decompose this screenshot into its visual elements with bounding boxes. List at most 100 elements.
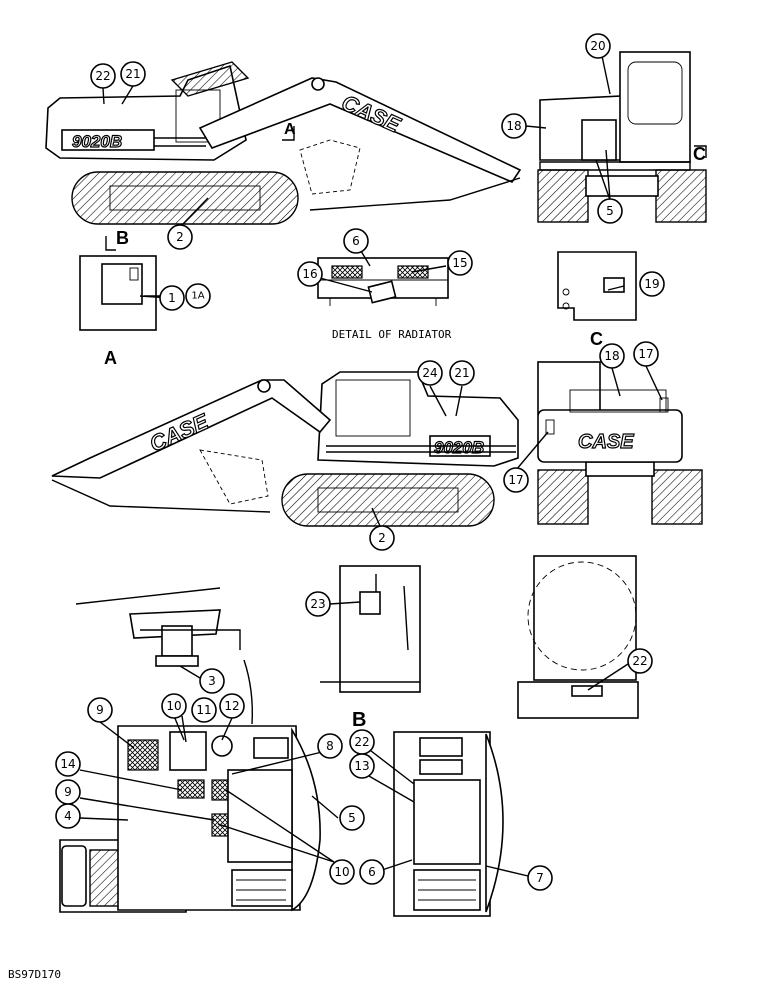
svg-text:20: 20 — [590, 39, 605, 53]
view-c-marker: C — [693, 144, 706, 164]
svg-text:24: 24 — [422, 366, 437, 380]
svg-text:8: 8 — [326, 739, 334, 753]
svg-text:17: 17 — [638, 347, 653, 361]
callout-21-top: 21 — [120, 61, 146, 87]
svg-text:14: 14 — [60, 757, 75, 771]
callout-1a: 1A — [185, 283, 211, 309]
detail-cab-roof — [75, 587, 241, 667]
boom-left-view — [198, 77, 522, 183]
callout-9-upper: 9 — [87, 697, 113, 723]
detail-c-panel — [557, 251, 637, 321]
svg-text:18: 18 — [604, 349, 619, 363]
callout-9-lower: 9 — [55, 779, 81, 805]
callout-21-side: 21 — [449, 360, 475, 386]
svg-text:18: 18 — [506, 119, 521, 133]
svg-text:1: 1 — [168, 291, 176, 305]
callout-23: 23 — [305, 591, 331, 617]
excavator-front-view: C — [537, 51, 707, 223]
svg-text:3: 3 — [208, 674, 216, 688]
callout-12: 12 — [219, 693, 245, 719]
brand-decal-right-view: CASE — [146, 408, 213, 456]
detail-a-caption: A — [104, 348, 117, 368]
callout-2-top: 2 — [167, 224, 193, 250]
radiator-detail-caption: DETAIL OF RADIATOR — [332, 328, 452, 341]
callout-22-top: 22 — [90, 63, 116, 89]
svg-text:6: 6 — [352, 234, 360, 248]
detail-b: B — [320, 565, 421, 731]
front-track-right — [655, 169, 707, 223]
svg-text:22: 22 — [95, 69, 110, 83]
detail-c-caption: C — [590, 329, 603, 349]
svg-text:15: 15 — [452, 256, 467, 270]
svg-text:21: 21 — [125, 67, 140, 81]
callout-10-lower: 10 — [329, 859, 355, 885]
track-left-view — [71, 171, 299, 225]
callout-18-front: 18 — [501, 113, 527, 139]
callout-17-upper: 17 — [633, 341, 659, 367]
callout-10-upper: 10 — [161, 693, 187, 719]
battery-box — [227, 769, 293, 863]
svg-text:21: 21 — [454, 366, 469, 380]
model-decal-left-view: 9020B — [72, 132, 122, 151]
svg-text:11: 11 — [196, 703, 211, 717]
counterweight-rear-view — [537, 409, 683, 463]
svg-text:1A: 1A — [191, 291, 204, 302]
front-track-left — [537, 169, 589, 223]
callout-5-front: 5 — [597, 198, 623, 224]
brand-decal-left-view: CASE — [338, 90, 405, 138]
callout-8: 8 — [317, 733, 343, 759]
svg-text:5: 5 — [348, 811, 356, 825]
cab-rear-view — [537, 361, 601, 415]
leader-lines — [79, 55, 663, 877]
detail-radiator-rear — [517, 555, 639, 719]
callout-13: 13 — [349, 753, 375, 779]
svg-text:9: 9 — [96, 703, 104, 717]
boom-right-view — [51, 379, 332, 479]
svg-text:16: 16 — [302, 267, 317, 281]
callout-2-side: 2 — [369, 525, 395, 551]
svg-text:22: 22 — [354, 735, 369, 749]
svg-text:4: 4 — [64, 809, 72, 823]
svg-text:10: 10 — [166, 699, 181, 713]
callout-22-radiator: 22 — [627, 648, 653, 674]
callout-18-rear: 18 — [599, 343, 625, 369]
detail-a: A — [79, 255, 166, 368]
figure-code: BS97D170 — [8, 968, 61, 981]
callout-11: 11 — [191, 697, 217, 723]
svg-text:12: 12 — [224, 699, 239, 713]
excavator-rear-view: CASE — [537, 361, 703, 525]
cab-front-view — [619, 51, 691, 163]
svg-text:5: 5 — [606, 204, 614, 218]
svg-text:10: 10 — [334, 865, 349, 879]
callout-24: 24 — [417, 360, 443, 386]
callout-14: 14 — [55, 751, 81, 777]
callout-7: 7 — [527, 865, 553, 891]
rear-track-left — [537, 469, 589, 525]
callout-4: 4 — [55, 803, 81, 829]
callout-20: 20 — [585, 33, 611, 59]
detail-radiator: DETAIL OF RADIATOR — [317, 257, 452, 341]
svg-text:9: 9 — [64, 785, 72, 799]
callout-3: 3 — [199, 668, 225, 694]
svg-text:23: 23 — [310, 597, 325, 611]
detail-b-caption: B — [352, 709, 366, 731]
svg-text:2: 2 — [378, 531, 386, 545]
compartment-top-view — [59, 659, 321, 913]
view-a-marker: A — [284, 121, 296, 138]
callout-19: 19 — [639, 271, 665, 297]
callout-1: 1 — [159, 285, 185, 311]
hydraulic-tank — [339, 565, 421, 693]
svg-text:13: 13 — [354, 759, 369, 773]
svg-text:6: 6 — [368, 865, 376, 879]
brand-decal-rear-view: CASE — [578, 431, 634, 453]
rear-track-right — [651, 469, 703, 525]
svg-text:7: 7 — [536, 871, 544, 885]
svg-text:19: 19 — [644, 277, 659, 291]
svg-text:2: 2 — [176, 230, 184, 244]
detail-c: C — [557, 251, 637, 349]
radiator-core — [533, 555, 637, 681]
callout-6-side: 6 — [359, 859, 385, 885]
svg-text:17: 17 — [508, 473, 523, 487]
excavator-left-view: 9020B CASE A B — [45, 61, 522, 251]
